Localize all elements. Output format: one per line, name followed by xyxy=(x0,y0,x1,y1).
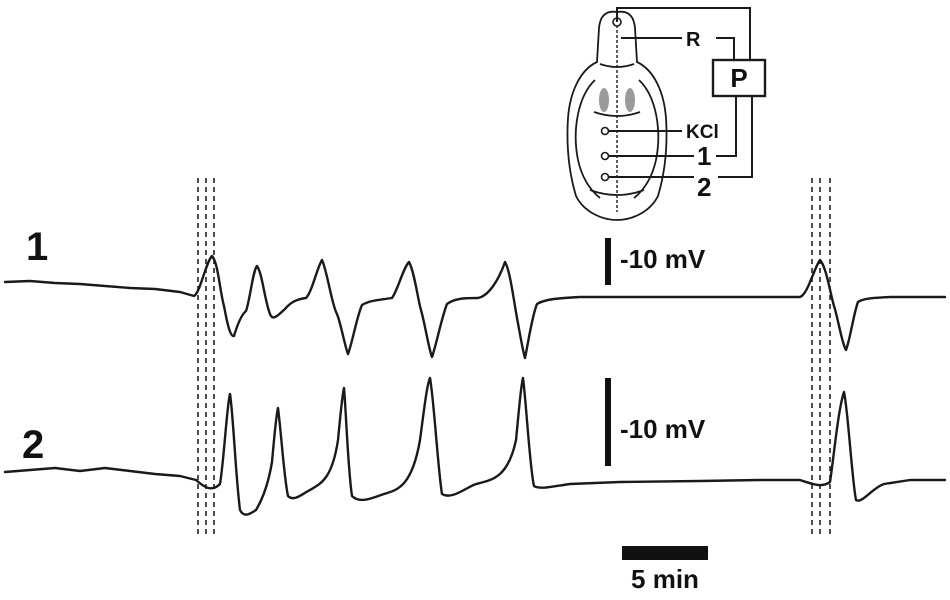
skull-orbit-left xyxy=(599,88,609,112)
electrode-2-wire xyxy=(609,96,753,178)
electrode-2-icon xyxy=(600,172,610,182)
time-scale-bar: 5 min xyxy=(622,546,708,594)
reference-label: R xyxy=(686,29,701,51)
electrode-2-label: 2 xyxy=(697,172,711,202)
skull-suture-c xyxy=(589,189,645,196)
skull-orbit-right xyxy=(625,88,635,112)
skull-schematic: R P KCl 1 2 xyxy=(566,7,767,221)
electrode-1-label: 1 xyxy=(697,141,711,171)
time-scale-label: 5 min xyxy=(631,564,699,594)
channel-2-scale-label: -10 mV xyxy=(620,414,706,444)
skull-arch-right xyxy=(633,79,660,199)
kcl-label: KCl xyxy=(686,122,719,143)
channel-1-trace xyxy=(3,254,947,360)
channel-1-label: 1 xyxy=(26,225,48,269)
channel-1-scale-label: -10 mV xyxy=(620,244,706,274)
processor-box xyxy=(711,58,767,98)
channel-2-scale-bar: -10 mV xyxy=(605,378,706,466)
electrode-1-wire xyxy=(609,96,737,157)
skull-arch-left xyxy=(574,79,601,199)
channel-1-scale-bar: -10 mV xyxy=(605,238,706,285)
reference-wire xyxy=(616,7,751,62)
electrode-1-icon xyxy=(600,151,610,161)
time-scale-bar-line xyxy=(622,546,708,560)
kcl-electrode-icon xyxy=(600,126,610,136)
channel-2-trace xyxy=(3,376,947,516)
skull-suture-b xyxy=(593,111,641,117)
processor-label: P xyxy=(730,63,747,93)
channel-2-label: 2 xyxy=(22,423,44,467)
skull-suture-a xyxy=(599,63,635,68)
reference-label-wire xyxy=(621,37,735,62)
skull-outline-icon xyxy=(566,10,668,221)
